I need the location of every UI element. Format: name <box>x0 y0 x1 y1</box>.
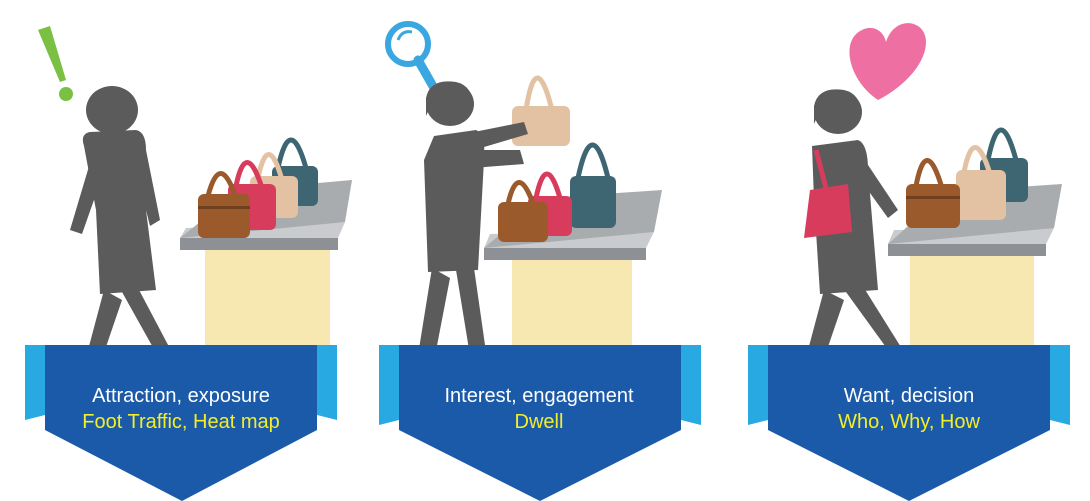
handbags <box>198 137 318 238</box>
caption-decision: Want, decision Who, Why, How <box>728 383 1090 435</box>
bag-brown <box>198 194 250 238</box>
panel-attraction: Attraction, exposure Foot Traffic, Heat … <box>0 0 362 501</box>
bag-beige-lifted <box>512 106 570 146</box>
banner-decision <box>748 345 1070 501</box>
caption-metrics: Dwell <box>514 411 564 433</box>
caption-stage: Attraction, exposure <box>92 385 270 407</box>
handbags <box>498 75 616 242</box>
caption-metrics: Foot Traffic, Heat map <box>82 411 280 433</box>
caption-metrics: Who, Why, How <box>838 411 980 433</box>
bag-brown <box>498 202 548 242</box>
panel-decision: Want, decision Who, Why, How <box>728 0 1090 501</box>
magnifier-icon <box>385 21 439 93</box>
caption-stage: Want, decision <box>843 385 975 407</box>
bag-teal <box>570 176 616 228</box>
caption-interest: Interest, engagement Dwell <box>358 383 720 435</box>
exclamation-icon <box>38 26 73 101</box>
panel-interest: Interest, engagement Dwell <box>364 0 726 501</box>
heart-icon <box>849 23 926 101</box>
handbags <box>906 127 1028 228</box>
banner-interest <box>379 345 701 501</box>
caption-stage: Interest, engagement <box>444 385 634 407</box>
bag-beige <box>956 170 1006 220</box>
bag-brown <box>906 184 960 228</box>
caption-attraction: Attraction, exposure Foot Traffic, Heat … <box>0 383 362 435</box>
carried-bag <box>804 149 852 238</box>
banner-attraction <box>25 345 337 501</box>
shopper-figure <box>70 86 176 382</box>
